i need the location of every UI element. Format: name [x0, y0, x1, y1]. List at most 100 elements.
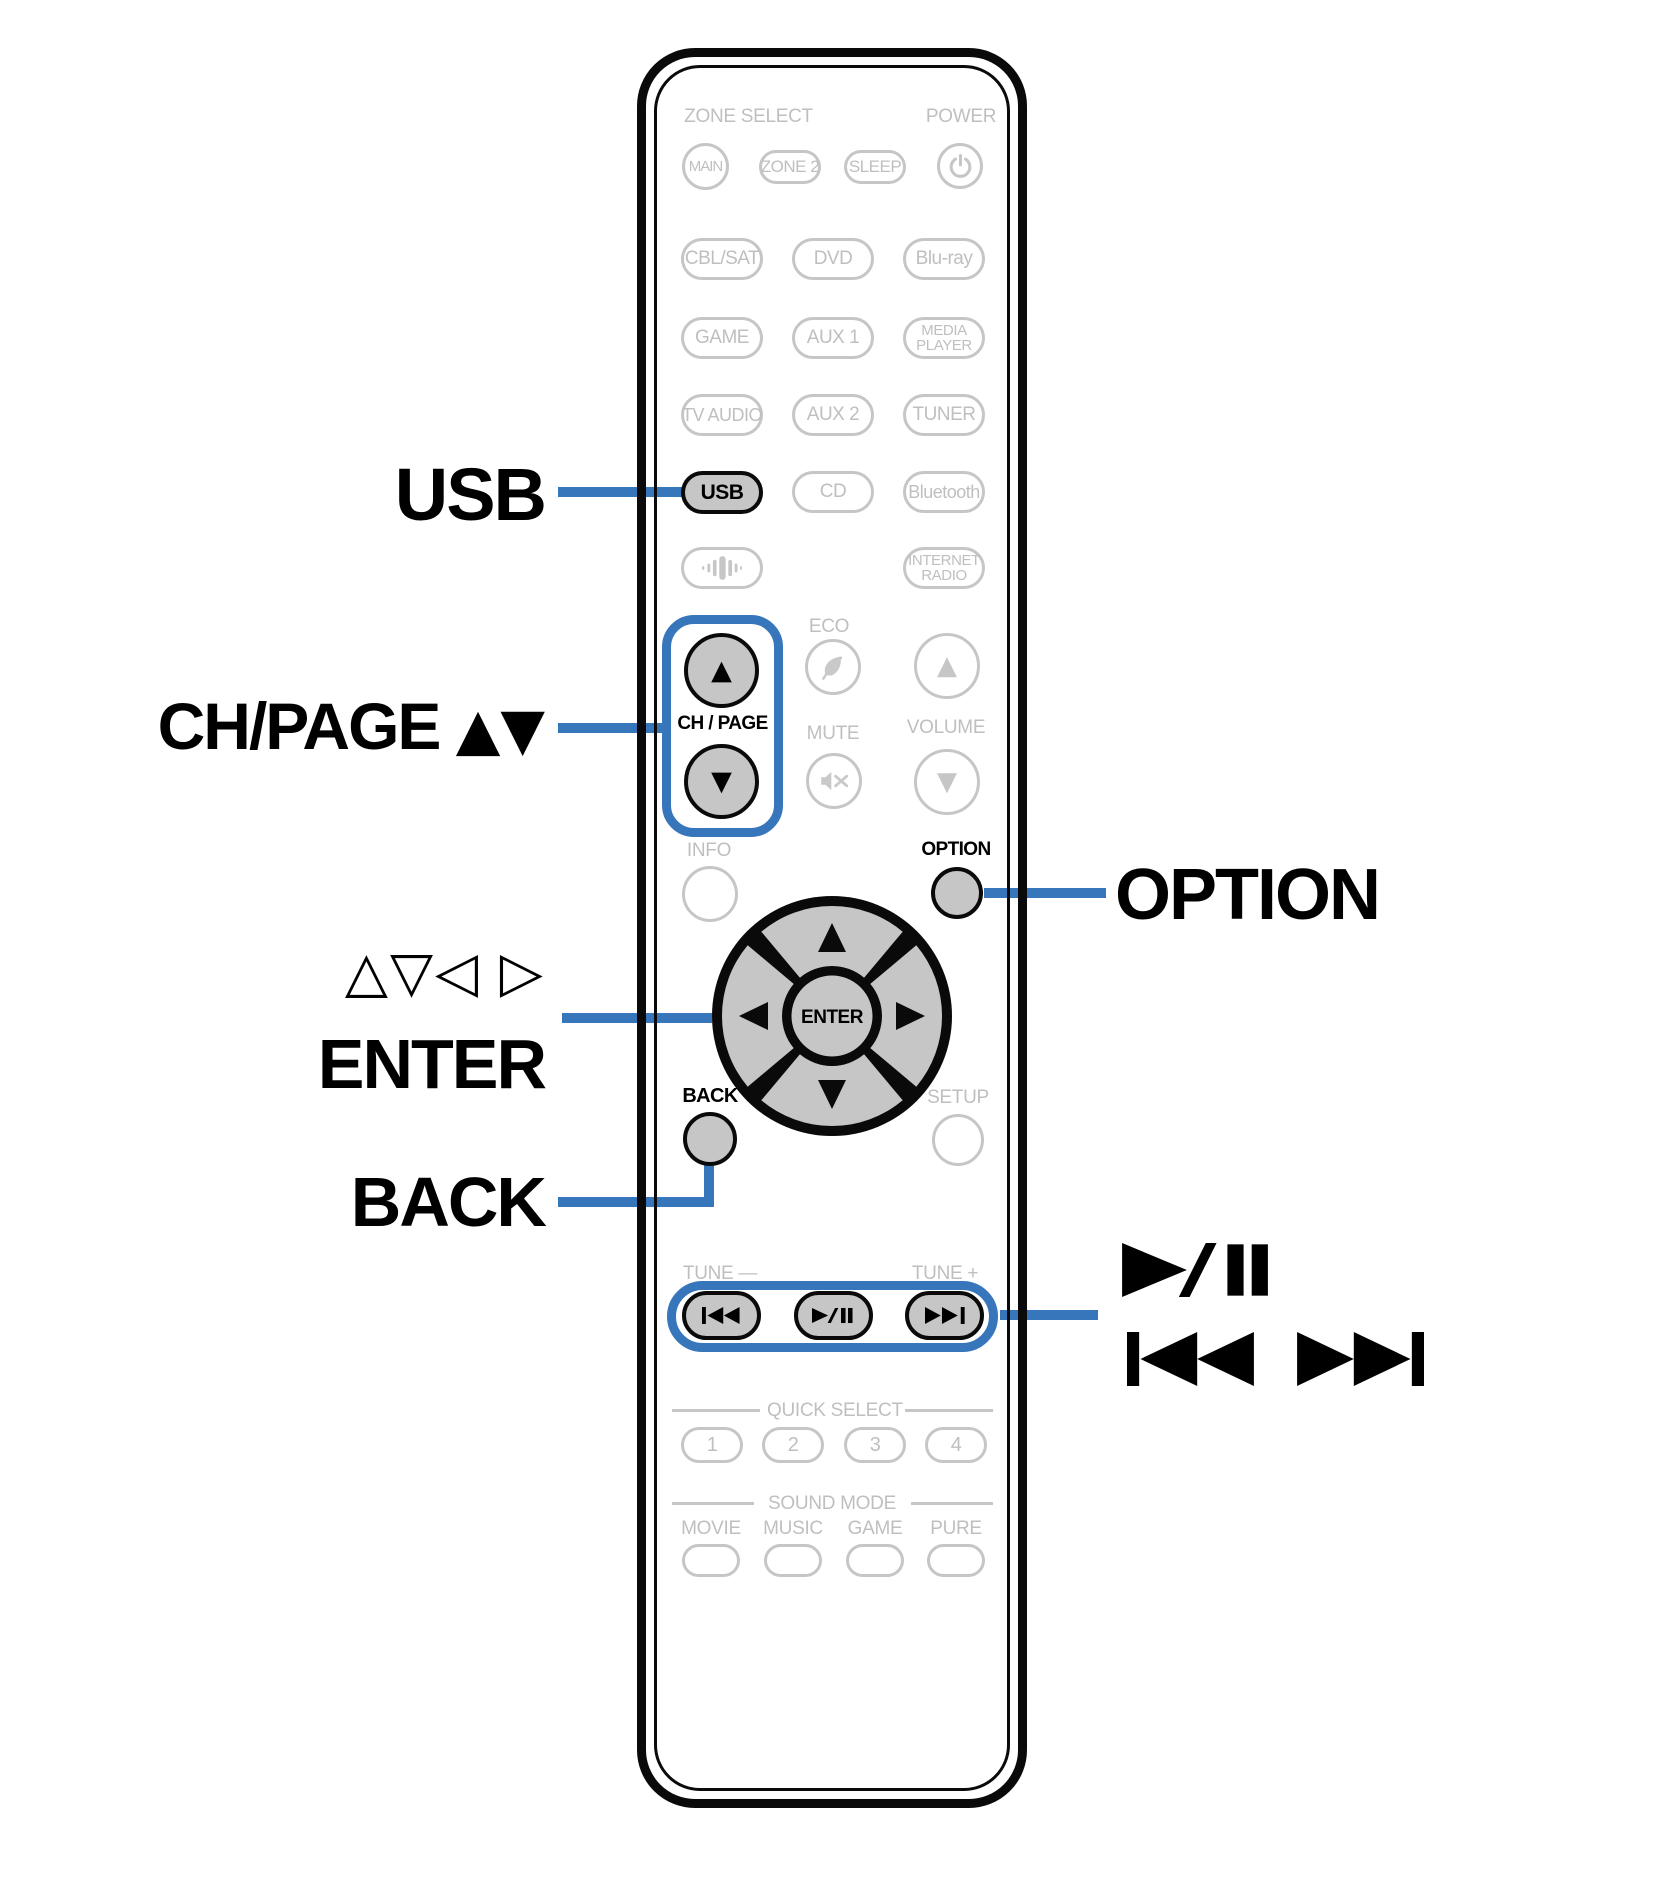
- power-button[interactable]: [937, 143, 983, 189]
- ch-page-highlight-box: [662, 615, 783, 837]
- down-triangle-icon: ▼: [937, 767, 957, 797]
- back-callout-label: BACK: [350, 1163, 547, 1241]
- ch-page-up-button[interactable]: ▲: [684, 633, 759, 708]
- skip-forward-icon: [924, 1307, 965, 1324]
- quick-select-3-button[interactable]: 3: [844, 1427, 906, 1463]
- source-button-dvd[interactable]: DVD: [792, 238, 874, 280]
- source-button-blu-ray[interactable]: Blu-ray: [903, 238, 985, 280]
- source-button-game[interactable]: GAME: [681, 317, 763, 359]
- option-callout-label: OPTION: [1115, 855, 1381, 935]
- music-label: MUSIC: [763, 1518, 823, 1539]
- play-pause-callout-icon: [1122, 1243, 1268, 1297]
- volume-down-button[interactable]: ▼: [914, 749, 980, 815]
- back-callout-line-h: [558, 1197, 714, 1207]
- sleep-button-label: SLEEP: [848, 157, 902, 176]
- quick-select-divider-left: [672, 1409, 760, 1412]
- speaker-mute-icon: [821, 771, 849, 791]
- back-button[interactable]: [683, 1112, 737, 1166]
- eco-button[interactable]: [805, 639, 861, 695]
- leaf-icon: [822, 656, 843, 680]
- down-triangle-icon: ▼: [711, 766, 732, 797]
- enter-button-label: ENTER: [801, 1007, 864, 1028]
- cursor-pad[interactable]: ENTER: [710, 894, 954, 1138]
- sound-mode-label: SOUND MODE: [768, 1493, 896, 1514]
- quick-select-2-label: 2: [787, 1433, 799, 1456]
- zone2-button[interactable]: ZONE 2: [759, 150, 821, 184]
- left-triangle-icon: [739, 1002, 768, 1030]
- play-pause-button[interactable]: [794, 1291, 873, 1340]
- skip-forward-button[interactable]: [905, 1291, 984, 1340]
- quick-select-2-button[interactable]: 2: [762, 1427, 824, 1463]
- option-button[interactable]: [931, 867, 983, 919]
- movie-label: MOVIE: [681, 1518, 741, 1539]
- pure-label: PURE: [930, 1518, 982, 1539]
- up-triangle-icon: [818, 923, 846, 952]
- ch-page-down-button[interactable]: ▼: [684, 744, 759, 819]
- ch-page-callout-line: [558, 723, 664, 733]
- quick-select-1-button[interactable]: 1: [681, 1427, 743, 1463]
- option-button-label: OPTION: [921, 839, 991, 860]
- bluetooth-label: Bluetooth: [908, 481, 980, 502]
- ch-page-button-label: CH / PAGE: [677, 713, 768, 734]
- usb-callout-line: [558, 487, 685, 497]
- source-button-media-player[interactable]: MEDIA PLAYER: [903, 317, 985, 359]
- transport-callout-line: [1000, 1310, 1098, 1320]
- tv-audio-label: TV AUDIO: [682, 404, 763, 425]
- setup-label: SETUP: [927, 1087, 989, 1108]
- media-player-label-line2: PLAYER: [916, 337, 972, 354]
- music-button[interactable]: [764, 1544, 822, 1577]
- skip-back-button[interactable]: [682, 1291, 761, 1340]
- aux1-label: AUX 1: [806, 327, 860, 348]
- game-label: GAME: [695, 327, 749, 348]
- setup-button[interactable]: [932, 1114, 984, 1166]
- movie-button[interactable]: [682, 1544, 740, 1577]
- source-button-cd[interactable]: CD: [792, 471, 874, 513]
- source-button-aux2[interactable]: AUX 2: [792, 394, 874, 436]
- game-mode-button[interactable]: [846, 1544, 904, 1577]
- up-down-filled-triangles-icon: ▲▼: [455, 695, 545, 763]
- ch-page-callout-text: CH/PAGE: [157, 689, 442, 763]
- internet-radio-label-line1: INTERNET: [908, 552, 980, 569]
- source-button-tuner[interactable]: TUNER: [903, 394, 985, 436]
- zone-select-label: ZONE SELECT: [684, 106, 813, 127]
- source-button-tv-audio[interactable]: TV AUDIO: [681, 394, 763, 436]
- skip-back-forward-callout-icon: [1127, 1332, 1424, 1386]
- sound-mode-divider-left: [672, 1502, 754, 1505]
- play-pause-icon: [812, 1307, 853, 1324]
- info-label: INFO: [686, 840, 732, 861]
- quick-select-4-button[interactable]: 4: [925, 1427, 987, 1463]
- cursor-triangles-callout-icon: △▽◁ ▷: [344, 940, 545, 1005]
- option-callout-line: [984, 888, 1106, 898]
- usb-button-label: USB: [700, 480, 744, 504]
- sound-wave-button[interactable]: [681, 547, 763, 589]
- sound-wave-icon: [702, 556, 742, 580]
- skip-back-icon: [701, 1307, 740, 1324]
- enter-button[interactable]: [788, 972, 876, 1060]
- mute-button[interactable]: [806, 753, 862, 809]
- source-button-cbl-sat[interactable]: CBL/SAT: [681, 238, 763, 280]
- quick-select-divider-right: [905, 1409, 993, 1412]
- enter-callout-label: ENTER: [317, 1025, 547, 1103]
- source-button-usb[interactable]: USB: [681, 471, 763, 514]
- source-button-internet-radio[interactable]: INTERNET RADIO: [903, 547, 985, 589]
- volume-label: VOLUME: [906, 717, 986, 738]
- sleep-button[interactable]: SLEEP: [844, 150, 906, 184]
- tuner-label: TUNER: [912, 404, 976, 425]
- cd-label: CD: [819, 481, 847, 502]
- pure-button[interactable]: [927, 1544, 985, 1577]
- power-icon: [949, 153, 971, 178]
- volume-up-button[interactable]: ▲: [914, 633, 980, 699]
- quick-select-1-label: 1: [706, 1433, 718, 1456]
- aux2-label: AUX 2: [806, 404, 860, 425]
- main-zone-button-label: MAIN: [688, 158, 723, 175]
- info-button[interactable]: [682, 866, 738, 922]
- sound-mode-divider-right: [911, 1502, 993, 1505]
- source-button-aux1[interactable]: AUX 1: [792, 317, 874, 359]
- source-button-bluetooth[interactable]: Bluetooth: [903, 471, 985, 513]
- game-mode-label: GAME: [847, 1518, 903, 1539]
- back-callout-line-v: [704, 1162, 714, 1207]
- power-label: POWER: [925, 106, 997, 127]
- main-zone-button[interactable]: MAIN: [682, 143, 729, 190]
- up-triangle-icon: ▲: [937, 651, 957, 681]
